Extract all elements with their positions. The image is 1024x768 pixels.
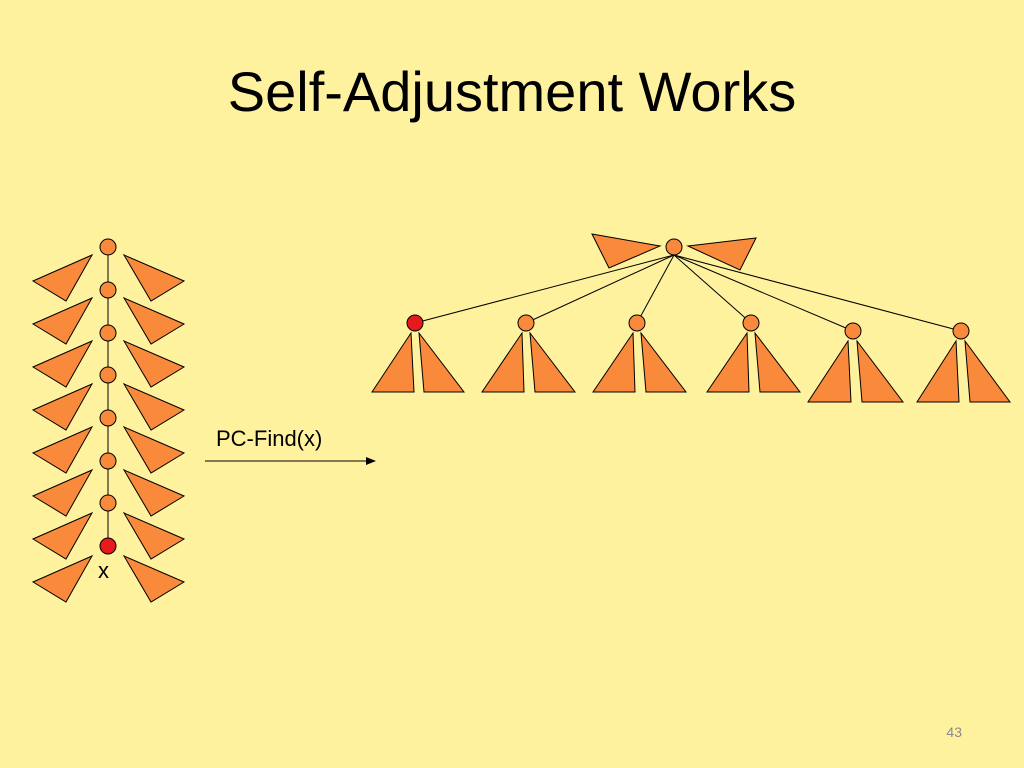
- subtree-right-5: [122, 425, 186, 474]
- edge-root-child-6: [673, 254, 962, 332]
- subtree-left-3: [31, 339, 94, 388]
- path-node-x: [99, 537, 117, 555]
- root-subtree-left: [591, 233, 662, 269]
- subtree-right-7: [122, 511, 186, 560]
- edge-root-child-2: [525, 254, 675, 324]
- child-3-subtree-right: [640, 331, 688, 393]
- path-node-7: [99, 494, 117, 512]
- root-subtree-right: [686, 237, 757, 271]
- child-6-subtree-left: [916, 339, 960, 403]
- path-node-6: [99, 452, 117, 470]
- subtree-left-8: [31, 554, 94, 603]
- child-1-subtree-left: [371, 331, 415, 393]
- subtree-right-2: [122, 296, 186, 345]
- operation-arrow: [205, 457, 376, 465]
- child-1-subtree-right: [418, 331, 466, 393]
- path-node-4: [99, 366, 117, 384]
- root-node: [665, 238, 683, 256]
- subtree-left-1: [31, 253, 94, 302]
- subtree-right-1: [122, 253, 186, 302]
- child-node-3: [628, 314, 646, 332]
- subtree-right-4: [122, 382, 186, 431]
- operation-label: PC-Find(x): [216, 426, 323, 451]
- child-2-subtree-right: [529, 331, 577, 393]
- child-5-subtree-left: [807, 339, 852, 403]
- target-node-label: x: [98, 558, 109, 583]
- child-4-subtree-left: [706, 331, 750, 393]
- after-flat-tree: [371, 233, 1011, 403]
- child-4-subtree-right: [754, 331, 802, 393]
- slide-title: Self-Adjustment Works: [227, 60, 797, 123]
- subtree-right-6: [122, 468, 186, 517]
- child-node-2: [517, 314, 535, 332]
- subtree-right-8: [122, 554, 186, 603]
- child-5-subtree-right: [856, 339, 905, 403]
- page-number: 43: [946, 724, 962, 740]
- subtree-left-5: [31, 425, 94, 474]
- before-path-tree: [31, 238, 186, 603]
- child-6-subtree-right: [964, 339, 1011, 403]
- child-2-subtree-left: [481, 331, 525, 393]
- path-node-1: [99, 238, 117, 256]
- edge-root-child-1: [414, 254, 675, 324]
- child-3-subtree-left: [592, 331, 636, 393]
- edge-root-child-4: [673, 254, 752, 324]
- path-node-2: [99, 281, 117, 299]
- edge-root-child-3: [636, 254, 675, 324]
- edge-root-child-5: [673, 254, 854, 332]
- subtree-right-3: [122, 339, 186, 388]
- child-node-5: [844, 322, 862, 340]
- arrow-head: [366, 457, 376, 465]
- child-node-6: [952, 322, 970, 340]
- child-node-4: [742, 314, 760, 332]
- subtree-left-4: [31, 382, 94, 431]
- child-node-x: [406, 314, 424, 332]
- subtree-left-6: [31, 468, 94, 517]
- path-node-3: [99, 324, 117, 342]
- path-node-5: [99, 409, 117, 427]
- subtree-left-2: [31, 296, 94, 345]
- subtree-left-7: [31, 511, 94, 560]
